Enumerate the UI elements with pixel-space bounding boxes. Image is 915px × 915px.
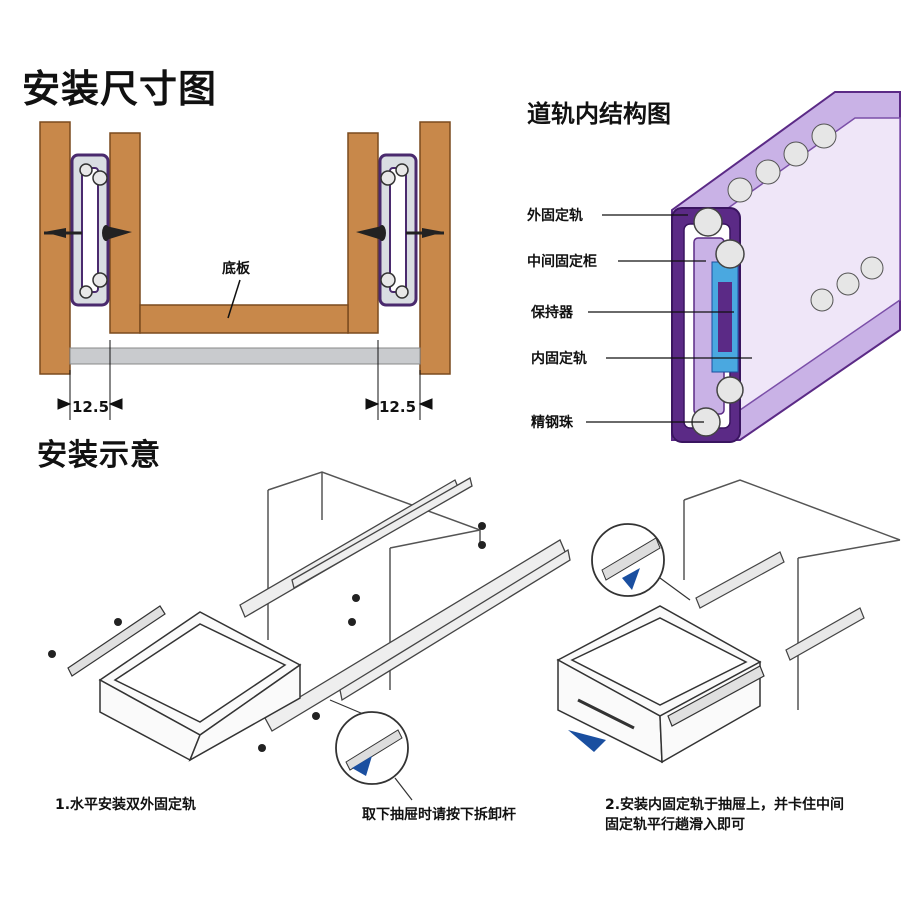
step1-caption: 1.水平安装双外固定轨: [55, 797, 197, 813]
right-drawer-rail: [667, 665, 765, 727]
right-rail-assembly: [356, 153, 444, 307]
right-zoom-callout: [591, 523, 691, 601]
left-dimension: [57, 340, 123, 420]
left-gap-value: 12.5: [72, 398, 110, 416]
title-install-guide: 安装示意: [37, 438, 161, 473]
right-wall-rail: [785, 607, 865, 661]
right-cabinet-panel: [419, 121, 451, 375]
cabinet-outline: [267, 471, 481, 690]
remove-tip-caption: 取下抽屉时请按下拆卸杆: [362, 807, 516, 823]
right-outer-rail: [695, 551, 785, 609]
step2-caption-line1: 2.安装内固定轨于抽屉上，并卡住中间: [605, 797, 845, 813]
title-rail-structure: 道轨内结构图: [527, 100, 671, 128]
structure-leaders: [586, 214, 752, 423]
label-outer-rail: 外固定轨: [527, 208, 583, 224]
direction-arrow-icon: [568, 730, 606, 752]
bottom-board-leader: [227, 279, 241, 319]
right-gap-value: 12.5: [379, 398, 417, 416]
right-cabinet-outline: [683, 479, 901, 710]
label-steel-ball: 精钢珠: [531, 415, 573, 431]
drawer-inner-rail-left: [67, 605, 166, 677]
step2-caption-line2: 固定轨平行趟滑入即可: [605, 817, 745, 833]
bottom-board-label: 底板: [222, 261, 250, 277]
left-cabinet-panel: [39, 121, 71, 375]
base-strip: [69, 347, 421, 365]
outer-rails: [239, 477, 571, 732]
release-lever-callout: [329, 699, 413, 801]
title-install-dimensions: 安装尺寸图: [22, 67, 218, 111]
left-drawer-box: [98, 611, 302, 762]
bottom-board: [139, 304, 349, 334]
right-dimension: [365, 340, 433, 420]
label-middle-rail: 中间固定柜: [527, 254, 597, 270]
screws: [48, 522, 486, 752]
label-inner-rail: 内固定轨: [531, 351, 587, 367]
left-rail-assembly: [44, 153, 132, 307]
label-retainer: 保持器: [531, 305, 573, 321]
rail-cross-section: [671, 91, 901, 443]
